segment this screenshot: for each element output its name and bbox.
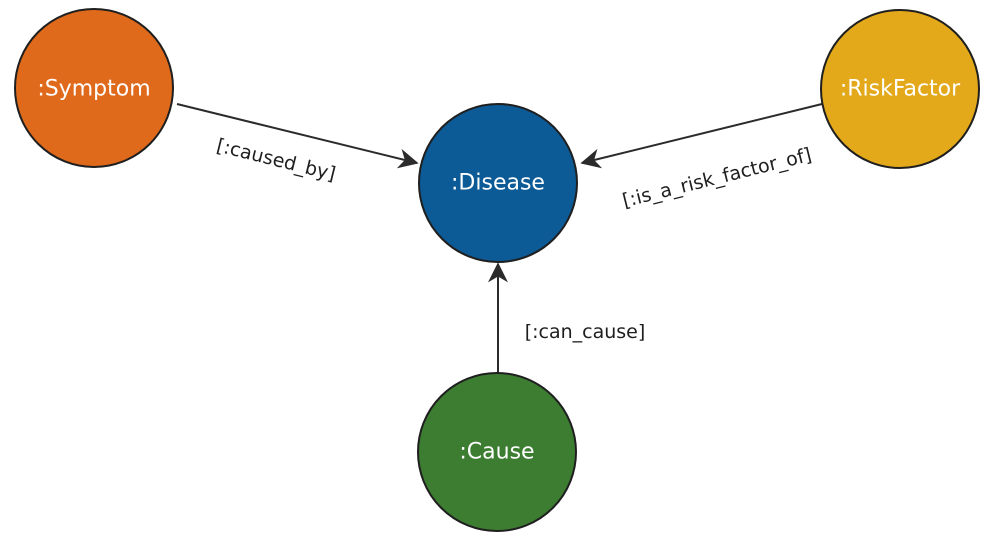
node-cause-label: :Cause xyxy=(459,440,534,465)
node-symptom-circle xyxy=(14,8,174,168)
edge-label-is-a-risk-factor-of: [:is_a_risk_factor_of] xyxy=(620,144,814,212)
node-disease-label: :Disease xyxy=(451,171,545,196)
node-symptom-label: :Symptom xyxy=(37,77,150,102)
node-disease[interactable]: :Disease xyxy=(418,103,578,263)
node-symptom[interactable]: :Symptom xyxy=(14,8,174,168)
node-riskfactor[interactable]: :RiskFactor xyxy=(820,9,980,169)
edge-riskfactor-disease xyxy=(580,103,823,169)
edge-label-caused-by: [:caused_by] xyxy=(214,135,338,186)
edge-symptom-disease xyxy=(176,103,419,169)
node-riskfactor-circle xyxy=(820,9,980,169)
edges xyxy=(176,103,823,378)
node-riskfactor-label: :RiskFactor xyxy=(840,77,961,102)
node-cause[interactable]: :Cause xyxy=(417,372,577,532)
node-disease-circle xyxy=(418,103,578,263)
node-cause-circle xyxy=(417,372,577,532)
edge-label-can-cause: [:can_cause] xyxy=(525,321,646,343)
